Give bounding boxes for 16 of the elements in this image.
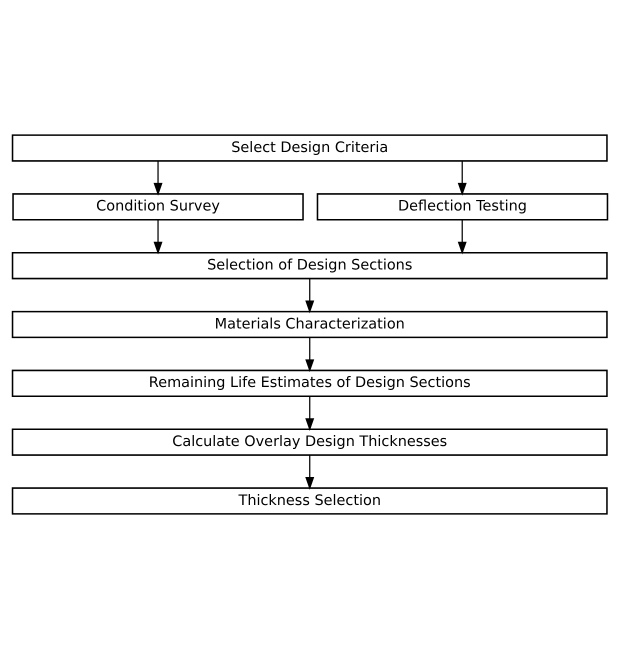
arrow xyxy=(305,396,314,432)
node-box: Selection of Design Sections xyxy=(12,252,608,280)
arrow xyxy=(458,220,467,255)
arrow xyxy=(305,278,314,314)
node-box: Condition Survey xyxy=(12,193,304,221)
arrow xyxy=(458,161,467,196)
node-box: Thickness Selection xyxy=(12,487,608,515)
node-box: Calculate Overlay Design Thicknesses xyxy=(12,428,608,456)
arrow xyxy=(305,338,314,372)
arrow xyxy=(154,161,163,196)
node-box: Select Design Criteria xyxy=(12,134,608,162)
node-box: Deflection Testing xyxy=(316,193,608,221)
arrow xyxy=(154,220,163,255)
arrow xyxy=(305,455,314,490)
node-box: Remaining Life Estimates of Design Sections xyxy=(12,370,608,397)
node-box: Materials Characterization xyxy=(12,310,608,338)
